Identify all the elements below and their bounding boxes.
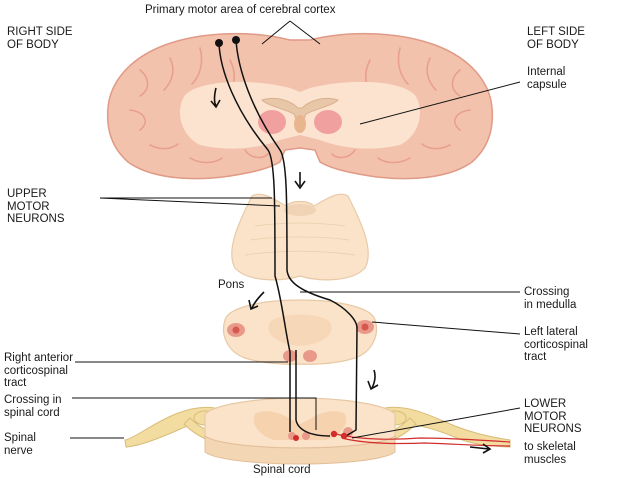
medulla-tract-right-core [232,326,240,334]
label-upper-motor-neurons: UPPER MOTOR NEURONS [7,188,65,225]
spinal-cord-section [204,397,396,465]
label-lower-motor-neurons: LOWER MOTOR NEURONS [524,398,582,435]
lower-motor-neuron-body-1 [330,430,338,438]
thalamus [294,115,306,133]
leader-title-1 [261,20,291,45]
arrow-cortex [213,87,217,107]
lower-motor-axon-1 [335,433,511,443]
basal-nucleus-right [258,110,286,134]
label-spinal-nerve: Spinal nerve [4,432,36,457]
cord-tract-right-2 [302,432,310,440]
spinal-cord-side [204,434,396,465]
leader-title-2 [289,20,321,45]
label-left-lateral-corticospinal-tract: Left lateral corticospinal tract [524,326,588,363]
leader-internal-capsule [359,81,521,125]
label-pons: Pons [218,279,245,291]
spinal-cord-top [204,397,396,449]
leader-left-lateral [371,321,521,335]
label-internal-capsule: Internal capsule [527,66,567,91]
basal-nucleus-left [314,110,342,134]
spinal-nerve-right [379,406,511,448]
label-right-anterior-corticospinal-tract: Right anterior corticospinal tract [4,352,74,389]
pathway-lateral-outer [235,39,358,437]
cortex-neuron-2 [232,36,240,44]
arrow-pons [251,291,265,309]
medulla-tract-left-core [361,323,369,331]
label-crossing-in-medulla: Crossing in medulla [524,286,577,311]
leader-upper-2 [99,197,281,207]
pons-section [231,193,369,281]
pyramid-left [303,350,317,362]
lower-motor-neuron-body-3 [293,435,299,441]
leader-lines [70,20,521,439]
cerebrum-section [106,32,494,180]
medulla-section [223,299,377,365]
label-to-skeletal-muscles: to skeletal muscles [524,441,576,466]
upper-motor-neuron-pathways [218,39,358,437]
label-right-side-of-body: RIGHT SIDE OF BODY [7,26,73,51]
leader-lower-motor [351,407,521,439]
label-left-side-of-body: LEFT SIDE OF BODY [527,26,585,51]
diagram-title: Primary motor area of cerebral cortex [145,4,336,16]
pathway-crossing-cord [295,350,331,437]
lateral-ventricles [261,97,339,132]
arrow-medulla [371,369,376,389]
label-spinal-cord: Spinal cord [253,464,311,476]
pathway-lateral [218,42,291,353]
pons-fourth-ventricle [284,204,316,216]
lower-motor-neuron-body-2 [340,432,348,440]
cortex-neuron-1 [215,39,223,47]
leader-crossing-spinal [72,397,317,430]
label-crossing-in-spinal-cord: Crossing in spinal cord [4,394,62,419]
arrow-muscle [469,446,490,450]
direction-arrows [210,87,492,454]
gyri [129,47,471,164]
gray-matter [253,411,347,440]
